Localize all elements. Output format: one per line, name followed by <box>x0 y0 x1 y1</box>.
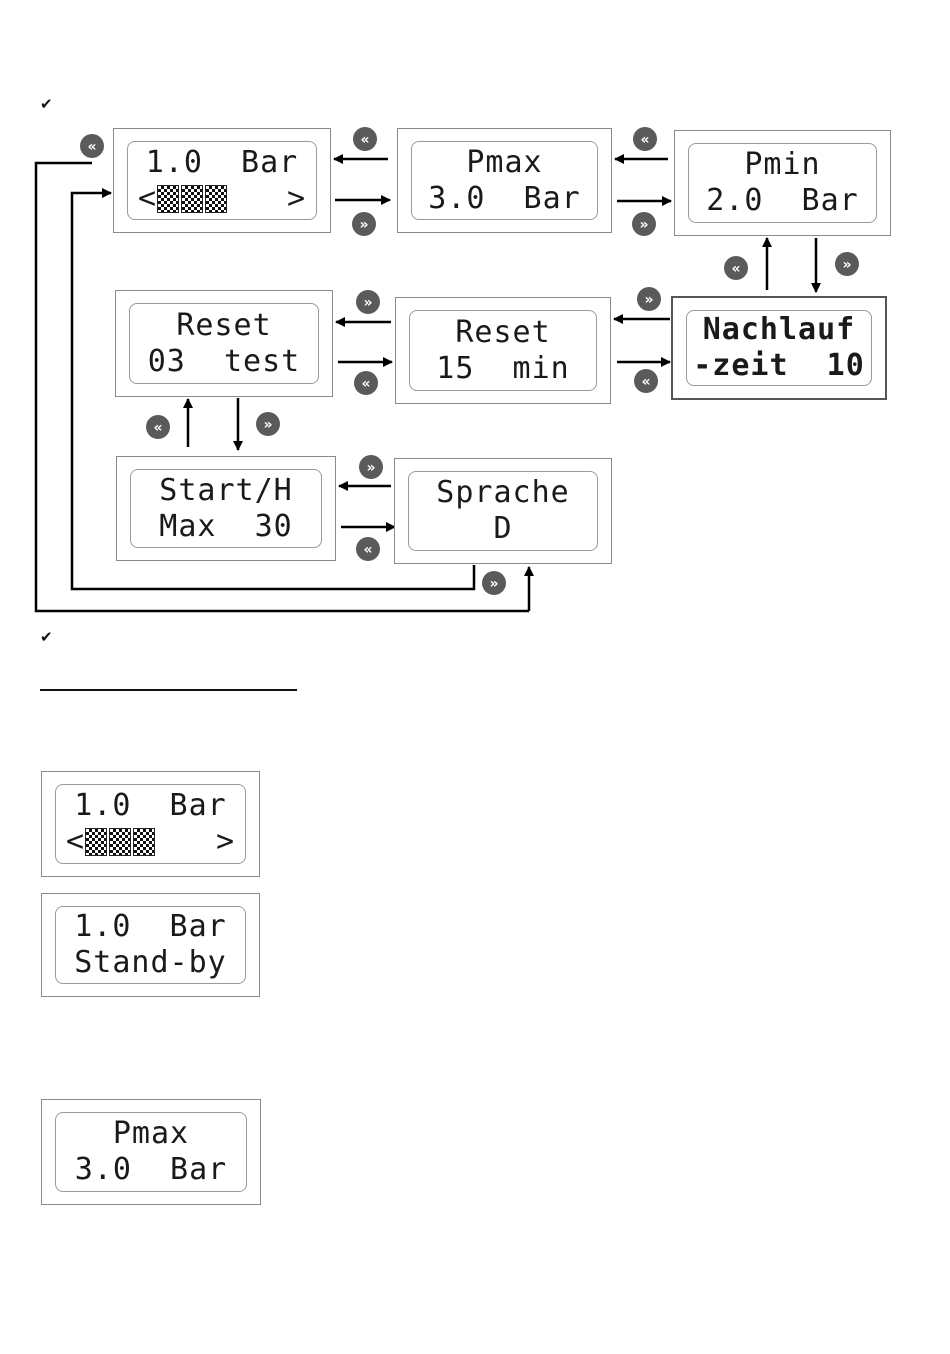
lcd-line-1: Start/H <box>159 473 292 509</box>
lcd-screen-start: Start/H Max 30 <box>116 456 336 561</box>
lcd-display: Start/H Max 30 <box>130 469 322 548</box>
lcd-line-1: Sprache <box>436 475 569 511</box>
lcd-screen-main: 1.0 Bar < > <box>113 128 331 233</box>
forward-badge-icon: » <box>637 287 661 311</box>
lcd-display: Sprache D <box>408 471 598 551</box>
level-blocks <box>85 828 155 856</box>
right-chevron: > <box>216 824 235 860</box>
lcd-display: Reset 03 test <box>129 303 319 384</box>
lcd-screen-main-example: 1.0 Bar < > <box>41 771 260 877</box>
lcd-line-2: < > <box>56 824 245 860</box>
forward-badge-icon: » <box>482 571 506 595</box>
lcd-line-1: 1.0 Bar <box>74 909 227 945</box>
badge-glyph: » <box>263 417 272 433</box>
lcd-line-1: Pmax <box>466 145 542 181</box>
badge-glyph: « <box>361 376 370 392</box>
forward-badge-icon: » <box>256 412 280 436</box>
lcd-line-2: 15 min <box>436 351 569 387</box>
badge-glyph: » <box>644 292 653 308</box>
lcd-screen-pmax-example: Pmax 3.0 Bar <box>41 1099 261 1205</box>
checkmark-icon: ✔ <box>40 95 53 113</box>
block-icon <box>85 828 107 856</box>
badge-glyph: » <box>366 460 375 476</box>
badge-glyph: » <box>842 257 851 273</box>
back-badge-icon: « <box>80 134 104 158</box>
badge-glyph: « <box>731 261 740 277</box>
block-icon <box>109 828 131 856</box>
lcd-screen-pmin: Pmin 2.0 Bar <box>674 130 891 236</box>
lcd-line-2: -zeit 10 <box>693 348 865 384</box>
lcd-line-1: Pmin <box>744 147 820 183</box>
badge-glyph: « <box>153 420 162 436</box>
lcd-screen-sprache: Sprache D <box>394 458 612 564</box>
lcd-display: 1.0 Bar < > <box>127 141 317 220</box>
back-badge-icon: « <box>146 415 170 439</box>
lcd-display: 1.0 Bar Stand-by <box>55 906 246 984</box>
left-chevron: < <box>66 824 85 860</box>
badge-glyph: « <box>363 542 372 558</box>
block-icon <box>205 185 227 213</box>
left-chevron: < <box>138 181 157 217</box>
lcd-line-2: D <box>493 511 512 547</box>
badge-glyph: « <box>641 374 650 390</box>
lcd-line-2: Stand-by <box>74 945 227 981</box>
lcd-display: Reset 15 min <box>409 310 597 391</box>
lcd-line-1: 1.0 Bar <box>74 788 227 824</box>
lcd-display: Pmin 2.0 Bar <box>688 143 877 223</box>
back-badge-icon: « <box>724 256 748 280</box>
back-badge-icon: « <box>356 537 380 561</box>
lcd-line-2: 03 test <box>148 344 301 380</box>
lcd-line-1: 1.0 Bar <box>146 145 299 181</box>
forward-badge-icon: » <box>359 455 383 479</box>
lcd-line-1: Reset <box>176 308 271 344</box>
lcd-line-1: Reset <box>455 315 550 351</box>
lcd-screen-reset-min: Reset 15 min <box>395 297 611 404</box>
lcd-line-2: < > <box>128 181 316 217</box>
lcd-line-1: Nachlauf <box>703 312 856 348</box>
back-badge-icon: « <box>634 369 658 393</box>
lcd-display: 1.0 Bar < > <box>55 784 246 864</box>
badge-glyph: » <box>359 217 368 233</box>
block-icon <box>133 828 155 856</box>
forward-badge-icon: » <box>835 252 859 276</box>
lcd-line-2: 2.0 Bar <box>706 183 859 219</box>
lcd-screen-nachlauf: Nachlauf -zeit 10 <box>671 296 887 400</box>
badge-glyph: » <box>639 217 648 233</box>
right-chevron: > <box>287 181 306 217</box>
section-underline <box>40 689 297 691</box>
forward-badge-icon: » <box>632 212 656 236</box>
lcd-screen-standby: 1.0 Bar Stand-by <box>41 893 260 997</box>
lcd-line-2: Max 30 <box>159 509 292 545</box>
lcd-line-2: 3.0 Bar <box>428 181 581 217</box>
checkmark-icon: ✔ <box>40 628 53 646</box>
badge-glyph: « <box>87 139 96 155</box>
lcd-display: Pmax 3.0 Bar <box>55 1112 247 1192</box>
badge-glyph: « <box>640 132 649 148</box>
lcd-display: Pmax 3.0 Bar <box>411 141 598 220</box>
lcd-line-2: 3.0 Bar <box>75 1152 228 1188</box>
badge-glyph: » <box>489 576 498 592</box>
back-badge-icon: « <box>633 127 657 151</box>
lcd-screen-reset-test: Reset 03 test <box>115 290 333 397</box>
lcd-line-1: Pmax <box>113 1116 189 1152</box>
forward-badge-icon: » <box>352 212 376 236</box>
badge-glyph: « <box>360 132 369 148</box>
lcd-screen-pmax: Pmax 3.0 Bar <box>397 128 612 233</box>
back-badge-icon: « <box>353 127 377 151</box>
lcd-display: Nachlauf -zeit 10 <box>686 310 872 386</box>
badge-glyph: » <box>363 295 372 311</box>
level-blocks <box>157 185 227 213</box>
block-icon <box>157 185 179 213</box>
back-badge-icon: « <box>354 371 378 395</box>
block-icon <box>181 185 203 213</box>
forward-badge-icon: » <box>356 290 380 314</box>
